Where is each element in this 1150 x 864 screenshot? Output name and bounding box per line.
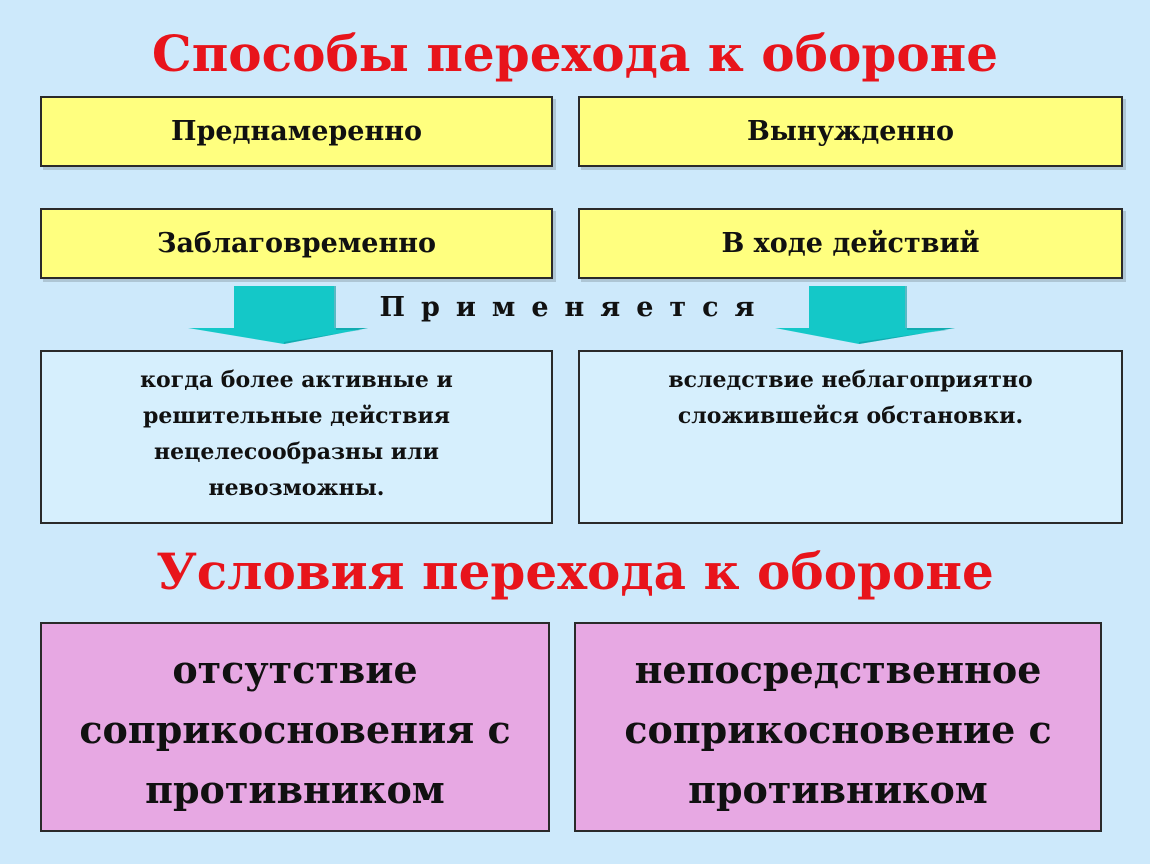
- during-action-box: В ходе действий: [578, 208, 1123, 279]
- deliberate-description-box: когда более активные и решительные дейст…: [40, 350, 553, 524]
- forced-description: вследствие неблагоприятно сложившейся об…: [668, 367, 1033, 429]
- no-contact-label: отсутствие соприкосновения с противником: [79, 647, 511, 812]
- page-title: Способы перехода к обороне: [151, 24, 999, 83]
- direct-contact-box: непосредственное соприкосновение с проти…: [574, 622, 1102, 832]
- applied-label: Применяется: [379, 292, 771, 323]
- deliberate-box: Преднамеренно: [40, 96, 553, 167]
- deliberate-label: Преднамеренно: [170, 116, 423, 147]
- no-contact-box: отсутствие соприкосновения с противником: [40, 622, 550, 832]
- in-advance-label: Заблаговременно: [156, 228, 437, 259]
- forced-description-box: вследствие неблагоприятно сложившейся об…: [578, 350, 1123, 524]
- in-advance-box: Заблаговременно: [40, 208, 553, 279]
- forced-label: Вынужденно: [747, 116, 954, 147]
- direct-contact-label: непосредственное соприкосновение с проти…: [624, 647, 1052, 812]
- during-action-label: В ходе действий: [721, 228, 980, 259]
- conditions-title: Условия перехода к обороне: [156, 542, 994, 601]
- forced-box: Вынужденно: [578, 96, 1123, 167]
- down-arrow-icon: [188, 286, 368, 344]
- deliberate-description: когда более активные и решительные дейст…: [140, 367, 453, 501]
- down-arrow-icon: [775, 286, 955, 344]
